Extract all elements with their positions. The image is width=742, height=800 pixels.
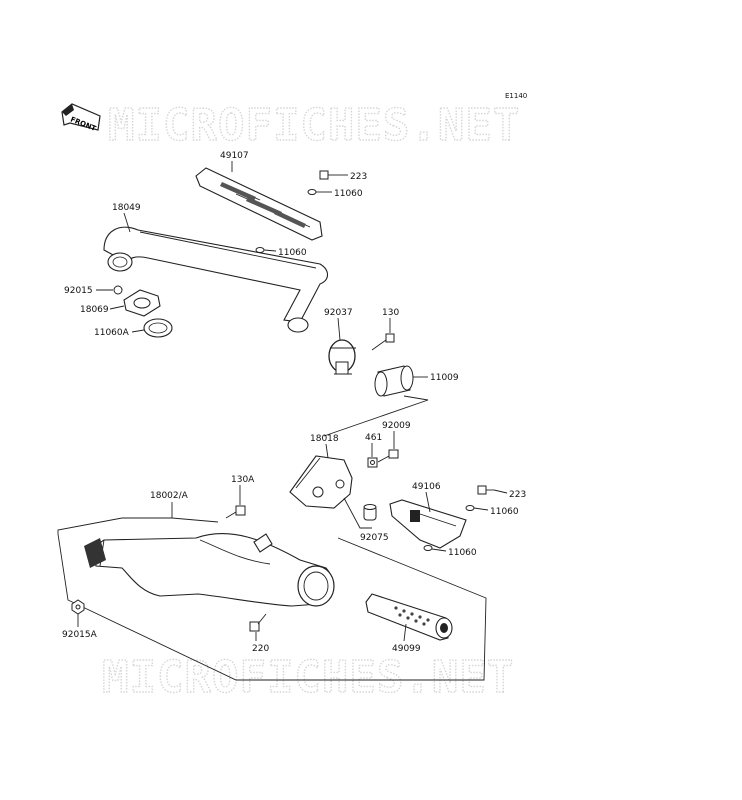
label-130: 130 — [382, 308, 399, 318]
label-18018: 18018 — [310, 434, 339, 444]
label-11060-mid: 11060 — [278, 248, 307, 258]
watermark-bottom: MICROFICHES.NET — [102, 652, 514, 703]
heat-guard-49107[interactable] — [195, 167, 323, 241]
label-11060-right: 11060 — [490, 507, 519, 517]
gasket-11009[interactable] — [374, 365, 414, 397]
collar-92075[interactable] — [363, 504, 377, 521]
heat-guard-49106[interactable] — [389, 499, 467, 549]
label-49107: 49107 — [220, 151, 249, 161]
label-49106: 49106 — [412, 482, 441, 492]
label-461: 461 — [365, 433, 382, 443]
label-223-lower: 223 — [509, 490, 526, 500]
label-92015: 92015 — [64, 286, 93, 296]
label-223-top: 223 — [350, 172, 367, 182]
washer-11060-bottom[interactable] — [423, 545, 433, 551]
clamp-92037[interactable] — [328, 339, 356, 375]
label-11009: 11009 — [430, 373, 459, 383]
diagram-code: E1140 — [505, 92, 527, 100]
bolt-223-lower[interactable] — [477, 485, 494, 495]
label-220: 220 — [252, 644, 269, 654]
muffler-18002A[interactable] — [84, 533, 335, 607]
nut-92015[interactable] — [113, 285, 123, 295]
label-18002A: 18002/A — [150, 491, 189, 501]
watermark-top: MICROFICHES.NET — [108, 100, 520, 151]
bolt-130[interactable] — [371, 333, 395, 351]
bolt-130A[interactable] — [225, 505, 246, 519]
washer-11060-right[interactable] — [465, 505, 475, 511]
bolt-92009[interactable] — [377, 449, 399, 463]
label-11060A: 11060A — [94, 328, 130, 338]
nut-92015A[interactable] — [71, 599, 85, 615]
bracket-18018[interactable] — [289, 455, 353, 509]
label-11060-bottom: 11060 — [448, 548, 477, 558]
label-92009: 92009 — [382, 421, 411, 431]
washer-11060-top[interactable] — [307, 189, 317, 195]
label-11060-top: 11060 — [334, 189, 363, 199]
spark-arrestor-49099[interactable] — [365, 593, 453, 641]
nut-461[interactable] — [367, 457, 378, 468]
bolt-223-top[interactable] — [319, 170, 336, 180]
front-arrow-icon: FRONT — [61, 103, 101, 133]
label-130A: 130A — [231, 475, 255, 485]
label-18049: 18049 — [112, 203, 141, 213]
label-18069: 18069 — [80, 305, 109, 315]
label-92075: 92075 — [360, 533, 389, 543]
label-49099: 49099 — [392, 644, 421, 654]
bolt-220[interactable] — [249, 613, 267, 632]
flange-18069[interactable] — [123, 289, 161, 317]
label-92015A: 92015A — [62, 630, 98, 640]
label-92037: 92037 — [324, 308, 353, 318]
gasket-11060A[interactable] — [143, 318, 173, 338]
exhaust-head-pipe-18049[interactable] — [103, 226, 329, 333]
